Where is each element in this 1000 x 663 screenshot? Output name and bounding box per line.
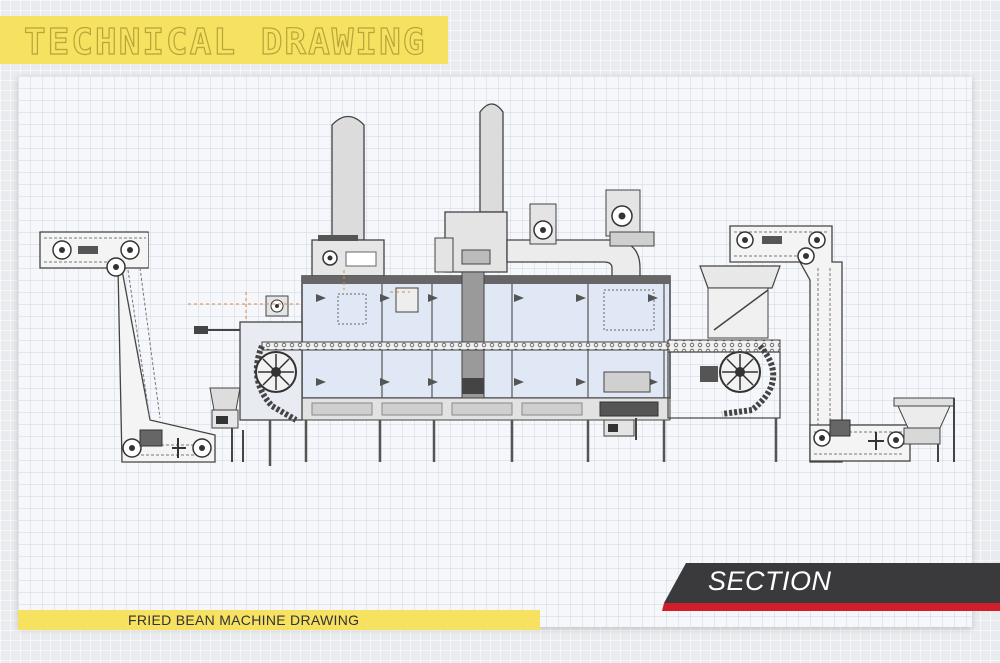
drawing-caption: FRIED BEAN MACHINE DRAWING <box>128 612 360 628</box>
feed-hopper <box>194 326 244 462</box>
drawing-title: TECHNICAL DRAWING <box>23 21 427 63</box>
section-tab-shape <box>662 563 1000 611</box>
bottom-banner: FRIED BEAN MACHINE DRAWING <box>18 610 540 630</box>
exhaust-chimney <box>331 103 504 241</box>
control-box <box>311 235 385 277</box>
dimension-lines <box>188 270 410 322</box>
support-legs <box>268 418 778 466</box>
bucket-elevator-right <box>729 225 911 463</box>
motor-icon <box>139 429 163 447</box>
top-banner: TECHNICAL DRAWING <box>0 16 448 64</box>
discharge-section <box>667 265 781 419</box>
lower-motor <box>599 401 659 440</box>
motor-icon <box>700 366 718 382</box>
collection-hopper <box>893 397 955 462</box>
section-label: SECTION <box>708 566 832 596</box>
motor-icon <box>829 419 851 437</box>
fryer-tank <box>301 271 671 421</box>
conveyor-chain <box>253 339 781 423</box>
fan-duct <box>506 189 655 279</box>
duct-block <box>434 211 508 273</box>
lever-icon <box>194 326 208 334</box>
bucket-elevator-left <box>39 231 216 463</box>
